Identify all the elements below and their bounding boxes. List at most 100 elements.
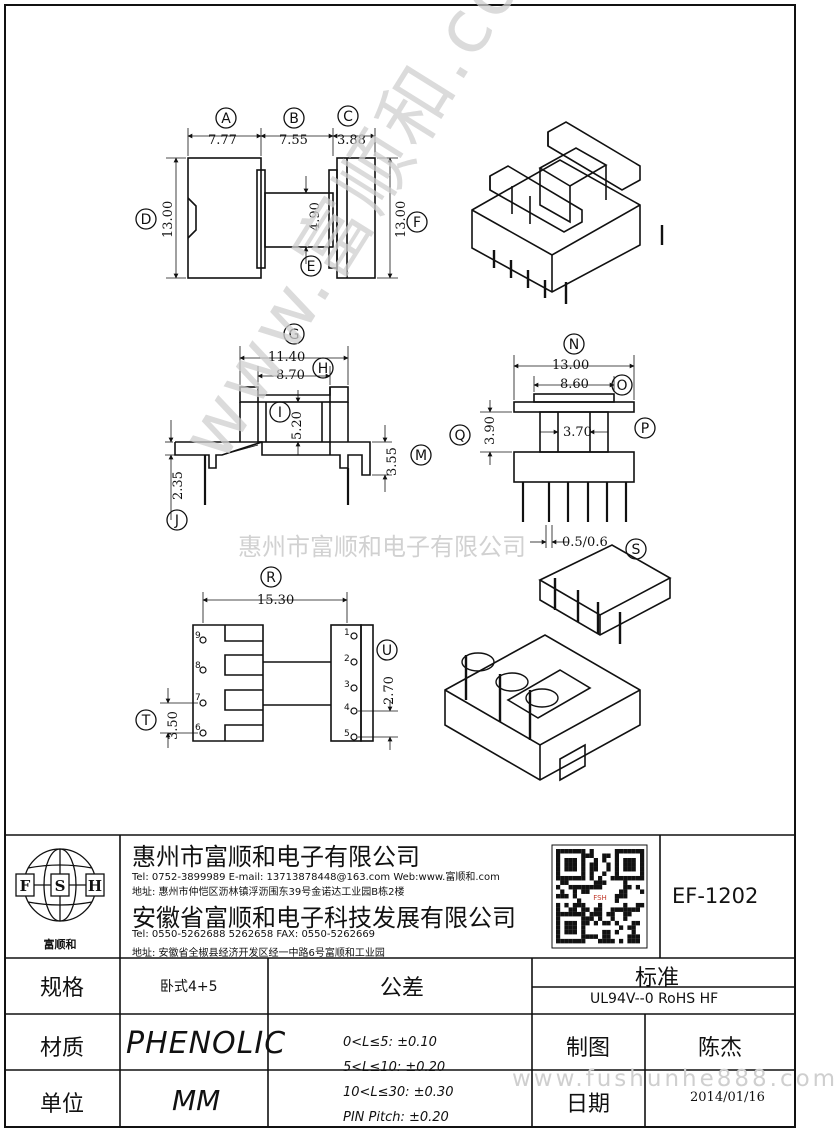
transformer-bobbin-drawing: 7.77 7.55 3.88 13.00 4.90 13.00 11.40 8.… <box>4 4 796 1128</box>
callout-j: J <box>174 513 179 529</box>
qr-module <box>635 902 640 908</box>
company1-tel: Tel: 0752-3899989 E-mail: 13713878448@16… <box>132 872 500 883</box>
qr-module <box>564 849 569 854</box>
qr-module <box>556 929 561 935</box>
qr-module <box>572 907 577 912</box>
qr-module <box>619 907 624 912</box>
qr-module <box>589 866 594 872</box>
callout-n: N <box>569 337 579 353</box>
dim-r-value: 15.30 <box>257 593 294 608</box>
qr-module <box>602 857 607 863</box>
qr-module <box>593 907 598 912</box>
qr-module <box>564 875 569 881</box>
qr-module <box>631 934 636 939</box>
qr-module <box>614 893 619 899</box>
pin-label: 4 <box>344 703 350 713</box>
qr-module <box>635 875 640 881</box>
material-value: PHENOLIC <box>126 1026 287 1061</box>
qr-module <box>556 938 561 944</box>
qr-module <box>564 902 569 908</box>
qr-module <box>589 862 594 867</box>
qr-module <box>581 875 586 881</box>
qr-module <box>589 853 594 858</box>
callout-q: Q <box>454 428 465 444</box>
pin-label: 5 <box>344 729 350 739</box>
qr-module <box>602 934 607 939</box>
qr-module <box>564 866 569 872</box>
dim-f-value: 13.00 <box>394 201 409 238</box>
qr-module <box>606 929 611 935</box>
qr-module <box>640 871 645 876</box>
qr-module <box>589 875 594 881</box>
qr-module <box>627 934 632 939</box>
dim-j-value: 2.35 <box>171 471 186 500</box>
qr-module <box>556 884 561 890</box>
callout-e: E <box>307 259 316 275</box>
qr-module <box>631 875 636 881</box>
qr-module <box>560 893 565 899</box>
qr-module <box>627 849 632 854</box>
qr-module <box>602 880 607 885</box>
qr-module <box>564 880 569 885</box>
logo-name: 富顺和 <box>44 937 77 951</box>
qr-module <box>606 920 611 926</box>
company2-tel: Tel: 0550-5262688 5262658 FAX: 0550-5262… <box>132 929 376 940</box>
qr-module <box>589 911 594 917</box>
qr-module <box>556 853 561 858</box>
qr-module <box>568 862 573 867</box>
pin-label: 8 <box>195 661 201 671</box>
qr-module <box>556 916 561 921</box>
qr-module <box>556 866 561 872</box>
qr-module <box>581 866 586 872</box>
qr-module <box>560 875 565 881</box>
dim-q-value: 3.90 <box>483 416 498 445</box>
qr-module <box>602 929 607 935</box>
title-block <box>5 834 795 1127</box>
qr-module <box>593 862 598 867</box>
end-view <box>480 355 635 548</box>
qr-module <box>640 853 645 858</box>
tolerance-list: 0<L≤5: ±0.10 5<L≤10: ±0.20 10<L≤30: ±0.3… <box>343 1030 453 1130</box>
qr-module <box>572 911 577 917</box>
qr-module <box>572 889 577 894</box>
qr-module <box>593 911 598 917</box>
qr-module <box>602 871 607 876</box>
part-number: EF-1202 <box>672 884 759 908</box>
unit-value: MM <box>172 1084 221 1117</box>
callout-t: T <box>141 713 151 729</box>
qr-module <box>640 857 645 863</box>
qr-module <box>614 857 619 863</box>
callout-p: P <box>641 421 649 437</box>
qr-module <box>556 849 561 854</box>
qr-module <box>623 884 628 890</box>
qr-module <box>556 911 561 917</box>
callout-s: S <box>632 542 641 558</box>
pin-label: 7 <box>195 693 201 703</box>
qr-module <box>623 902 628 908</box>
company1-name: 惠州市富顺和电子有限公司 <box>132 843 420 871</box>
qr-module <box>598 902 603 908</box>
logo-letter: H <box>88 877 102 895</box>
qr-module <box>572 862 577 867</box>
qr-module <box>623 875 628 881</box>
company2-name: 安徽省富顺和电子科技发展有限公司 <box>132 904 516 932</box>
qr-module <box>635 907 640 912</box>
callout-i: I <box>278 405 282 421</box>
tolerance-item: 0<L≤5: ±0.10 <box>343 1035 437 1050</box>
qr-module <box>581 907 586 912</box>
qr-module <box>585 853 590 858</box>
qr-module <box>623 911 628 917</box>
callout-f: F <box>413 215 421 231</box>
qr-module <box>640 866 645 872</box>
qr-module <box>560 911 565 917</box>
qr-module <box>564 857 569 863</box>
qr-module <box>568 907 573 912</box>
qr-module <box>610 916 615 921</box>
qr-module <box>585 889 590 894</box>
qr-module <box>627 925 632 930</box>
bottom-pin-view <box>160 592 398 750</box>
tolerance-item: PIN Pitch: ±0.20 <box>343 1110 449 1125</box>
date-label: 日期 <box>566 1092 611 1117</box>
qr-module <box>610 911 615 917</box>
qr-module <box>585 884 590 890</box>
